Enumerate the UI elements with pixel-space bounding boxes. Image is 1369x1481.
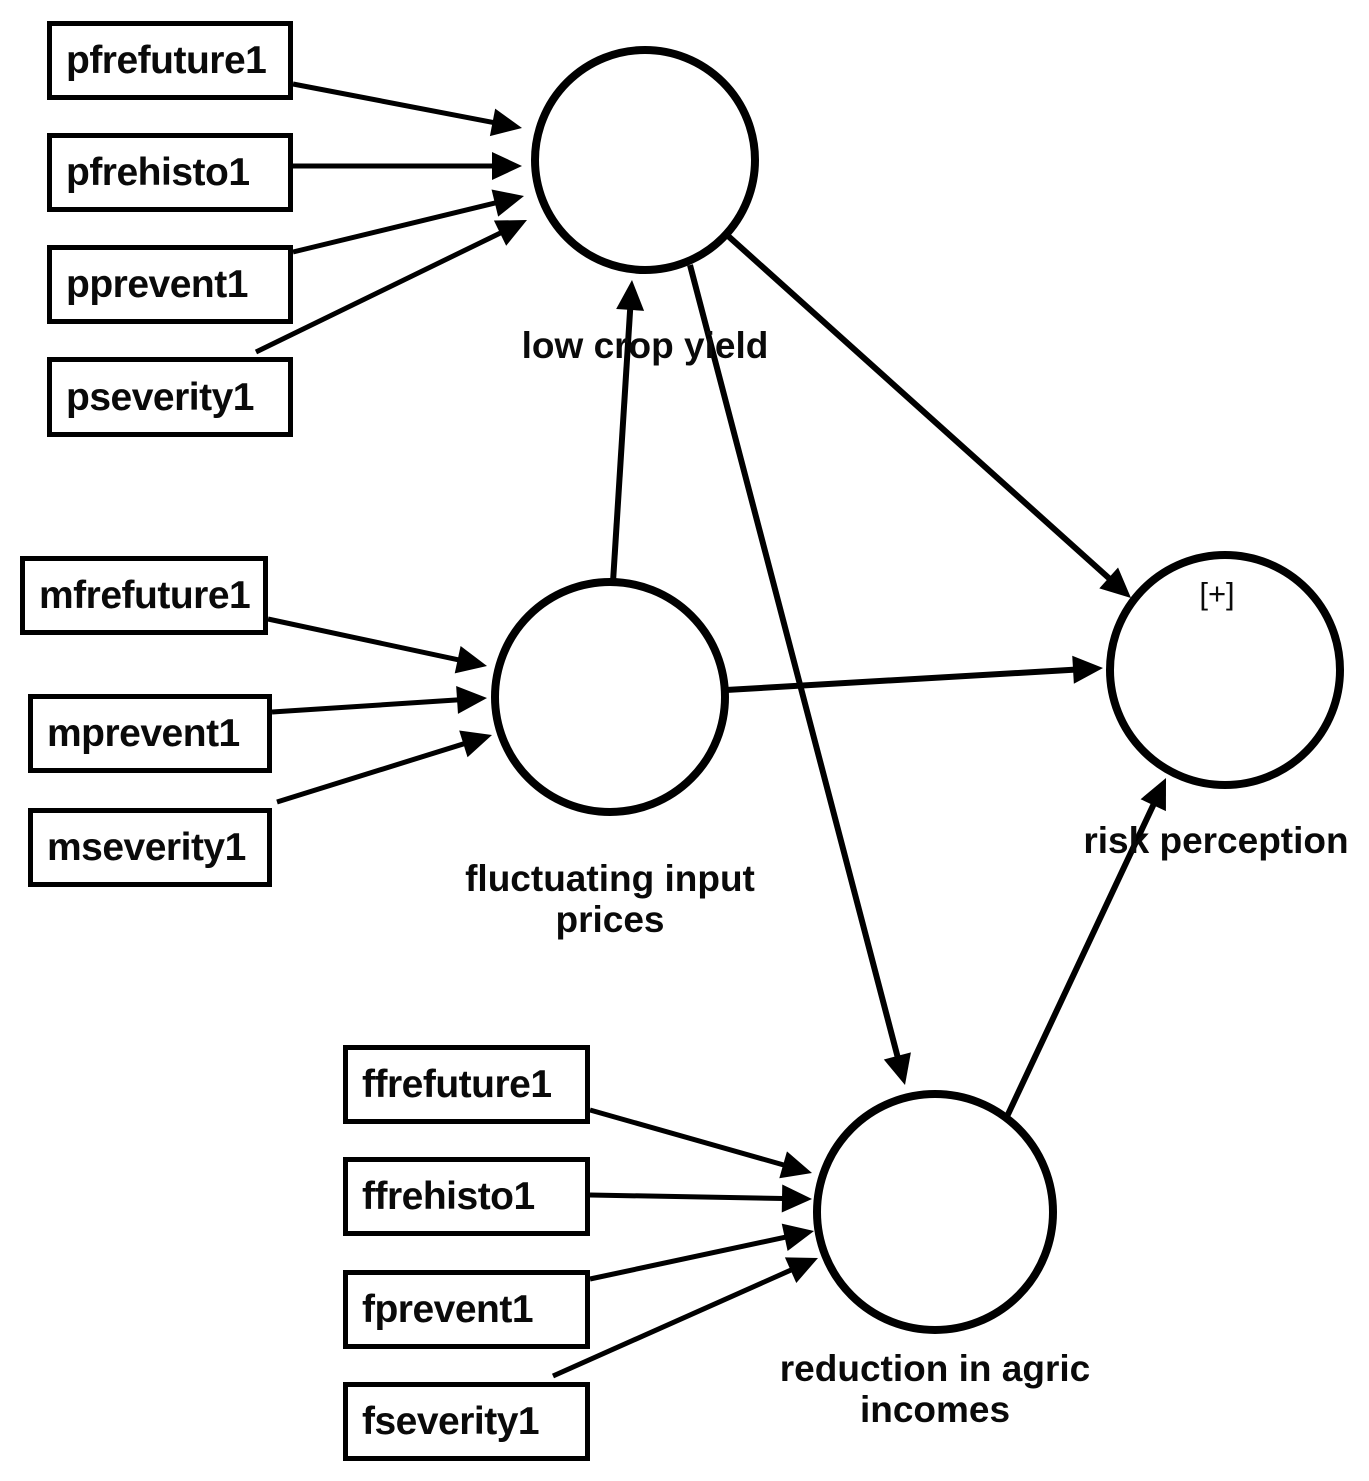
latent-label-fluctuating-input-prices: fluctuating input prices bbox=[465, 858, 755, 941]
edge-line bbox=[610, 301, 634, 583]
indicator-label-fseverity1: fseverity1 bbox=[362, 1400, 540, 1443]
indicator-box-ffrehisto1[interactable]: ffrehisto1 bbox=[343, 1157, 590, 1236]
indicator-box-mprevent1[interactable]: mprevent1 bbox=[28, 694, 272, 773]
indicator-label-pseverity1: pseverity1 bbox=[66, 375, 254, 419]
edge-mprevent1-to-fluctuating-input-prices bbox=[271, 685, 487, 715]
edge-line bbox=[276, 739, 473, 805]
indicator-box-pprevent1[interactable]: pprevent1 bbox=[47, 245, 293, 324]
edge-fluctuating-input-prices-to-risk-perception bbox=[725, 655, 1103, 693]
indicator-label-fprevent1: fprevent1 bbox=[362, 1288, 534, 1331]
indicator-label-mseverity1: mseverity1 bbox=[47, 826, 246, 869]
edge-line bbox=[1000, 796, 1160, 1127]
arrowhead-icon bbox=[616, 280, 645, 311]
edge-mseverity1-to-fluctuating-input-prices bbox=[276, 730, 492, 805]
edge-pfrefuture1-to-low-crop-yield bbox=[292, 81, 522, 137]
arrowhead-icon bbox=[784, 1257, 818, 1283]
edge-line bbox=[724, 232, 1117, 586]
edge-low-crop-yield-to-reduction-in-agric-incomes bbox=[687, 264, 911, 1085]
latent-node-fluctuating-input-prices[interactable] bbox=[491, 578, 729, 816]
edge-fluctuating-input-prices-to-low-crop-yield bbox=[610, 280, 645, 583]
indicator-label-pfrefuture1: pfrefuture1 bbox=[66, 39, 267, 82]
arrowhead-icon bbox=[779, 1151, 812, 1179]
edge-line bbox=[254, 227, 509, 355]
sign-label-risk-perception: [+] bbox=[1199, 576, 1235, 611]
arrowhead-icon bbox=[1072, 655, 1103, 684]
latent-label-reduction-in-agric-incomes: reduction in agric incomes bbox=[779, 1348, 1091, 1431]
latent-node-low-crop-yield[interactable] bbox=[531, 46, 759, 274]
indicator-label-mprevent1: mprevent1 bbox=[47, 712, 240, 755]
edge-line bbox=[589, 1192, 791, 1202]
edge-line bbox=[589, 1233, 794, 1282]
edge-line bbox=[292, 81, 502, 127]
edge-low-crop-yield-to-risk-perception bbox=[724, 232, 1131, 598]
edge-line bbox=[271, 696, 466, 715]
arrowhead-icon bbox=[1099, 567, 1131, 598]
edge-fprevent1-to-reduction-in-agric-incomes bbox=[589, 1223, 814, 1282]
arrowhead-icon bbox=[493, 220, 527, 246]
indicator-box-ffrefuture1[interactable]: ffrefuture1 bbox=[343, 1045, 590, 1124]
edge-pseverity1-to-low-crop-yield bbox=[254, 220, 527, 355]
edge-mfrefuture1-to-fluctuating-input-prices bbox=[267, 616, 487, 674]
indicator-label-ffrefuture1: ffrefuture1 bbox=[362, 1063, 552, 1106]
indicator-box-pfrehisto1[interactable]: pfrehisto1 bbox=[47, 133, 293, 212]
arrowhead-icon bbox=[489, 108, 522, 137]
edge-line bbox=[267, 616, 467, 664]
latent-label-low-crop-yield: low crop yield bbox=[521, 325, 769, 366]
indicator-box-mseverity1[interactable]: mseverity1 bbox=[28, 808, 272, 887]
indicator-box-mfrefuture1[interactable]: mfrefuture1 bbox=[20, 556, 268, 635]
arrowhead-icon bbox=[1140, 778, 1166, 812]
edge-pfrehisto1-to-low-crop-yield bbox=[293, 152, 522, 180]
edge-ffrehisto1-to-reduction-in-agric-incomes bbox=[589, 1184, 812, 1213]
latent-node-risk-perception[interactable] bbox=[1106, 551, 1344, 789]
indicator-label-pprevent1: pprevent1 bbox=[66, 263, 248, 306]
edge-line bbox=[292, 198, 504, 255]
arrowhead-icon bbox=[459, 730, 492, 758]
indicator-box-pfrefuture1[interactable]: pfrefuture1 bbox=[47, 21, 293, 100]
indicator-box-fprevent1[interactable]: fprevent1 bbox=[343, 1270, 590, 1349]
arrowhead-icon bbox=[781, 1223, 814, 1251]
edge-fseverity1-to-reduction-in-agric-incomes bbox=[551, 1257, 818, 1379]
indicator-box-pseverity1[interactable]: pseverity1 bbox=[47, 357, 293, 437]
edge-line bbox=[725, 666, 1082, 693]
edge-reduction-in-agric-incomes-to-risk-perception bbox=[1000, 778, 1166, 1127]
indicator-label-pfrehisto1: pfrehisto1 bbox=[66, 151, 250, 194]
arrowhead-icon bbox=[491, 189, 524, 217]
edge-line bbox=[687, 264, 903, 1065]
arrowhead-icon bbox=[781, 1184, 812, 1213]
arrowhead-icon bbox=[454, 646, 487, 674]
arrowhead-icon bbox=[492, 152, 522, 180]
indicator-label-mfrefuture1: mfrefuture1 bbox=[39, 574, 251, 617]
indicator-label-ffrehisto1: ffrehisto1 bbox=[362, 1175, 535, 1218]
latent-label-risk-perception: risk perception bbox=[1083, 820, 1349, 861]
arrowhead-icon bbox=[456, 685, 487, 714]
edge-pprevent1-to-low-crop-yield bbox=[292, 189, 524, 255]
arrowhead-icon bbox=[883, 1052, 911, 1085]
latent-node-reduction-in-agric-incomes[interactable] bbox=[813, 1090, 1057, 1334]
edge-ffrefuture1-to-reduction-in-agric-incomes bbox=[589, 1107, 812, 1179]
edge-line bbox=[551, 1264, 800, 1379]
indicator-box-fseverity1[interactable]: fseverity1 bbox=[343, 1382, 590, 1461]
edge-line bbox=[589, 1107, 792, 1170]
